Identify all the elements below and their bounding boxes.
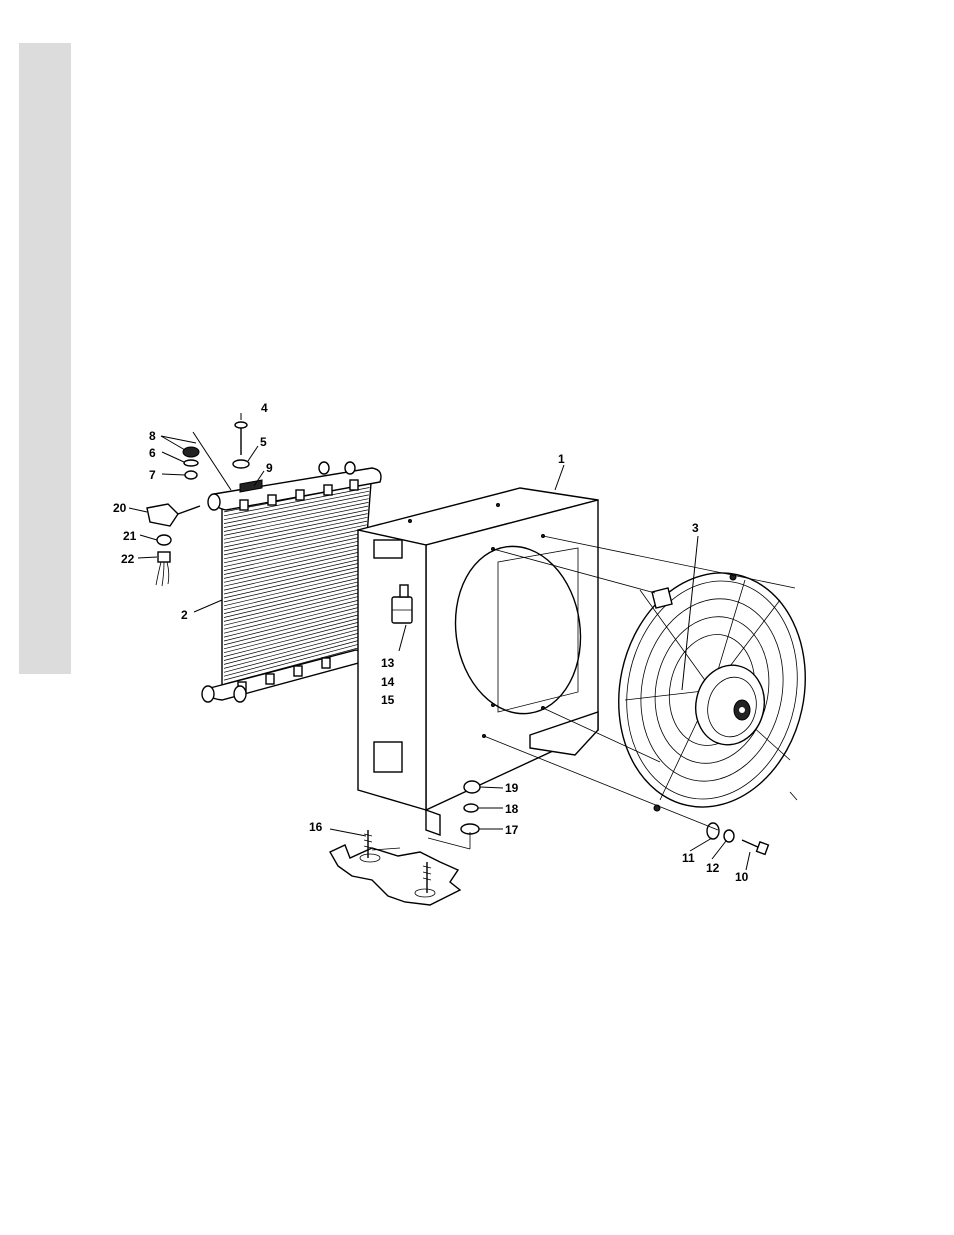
washer-icon <box>233 460 249 468</box>
callout-11: 11 <box>682 851 695 865</box>
callout-13: 13 <box>381 656 395 670</box>
radiator-icon <box>202 462 381 702</box>
callout-1: 1 <box>558 452 565 466</box>
callout-17: 17 <box>505 823 519 837</box>
callout-15: 15 <box>381 693 395 707</box>
washer-icon <box>724 830 734 842</box>
callout-16: 16 <box>309 820 323 834</box>
callout-9: 9 <box>266 461 273 475</box>
screw-icon <box>742 840 768 854</box>
callout-2: 2 <box>181 608 188 622</box>
callout-12: 12 <box>706 861 720 875</box>
washer-icon <box>707 823 719 839</box>
callout-10: 10 <box>735 870 749 884</box>
callout-14: 14 <box>381 675 395 689</box>
callout-22: 22 <box>121 552 135 566</box>
callout-6: 6 <box>149 446 156 460</box>
callout-20: 20 <box>113 501 127 515</box>
callout-8: 8 <box>149 429 156 443</box>
connector-icon <box>156 552 170 586</box>
bolt-icon <box>235 422 247 455</box>
washer-icon <box>184 460 198 466</box>
callout-21: 21 <box>123 529 137 543</box>
callout-4: 4 <box>261 401 268 415</box>
nut-icon <box>185 471 197 479</box>
grommet-icon <box>183 447 199 457</box>
callout-7: 7 <box>149 468 156 482</box>
callout-18: 18 <box>505 802 519 816</box>
nut-icon <box>157 535 171 545</box>
electric-fan-icon <box>597 555 826 824</box>
callout-19: 19 <box>505 781 519 795</box>
callout-5: 5 <box>260 435 267 449</box>
temperature-sensor-icon <box>147 504 200 526</box>
nut-icon <box>464 781 480 793</box>
washer-icon <box>464 804 478 812</box>
callout-3: 3 <box>692 521 699 535</box>
